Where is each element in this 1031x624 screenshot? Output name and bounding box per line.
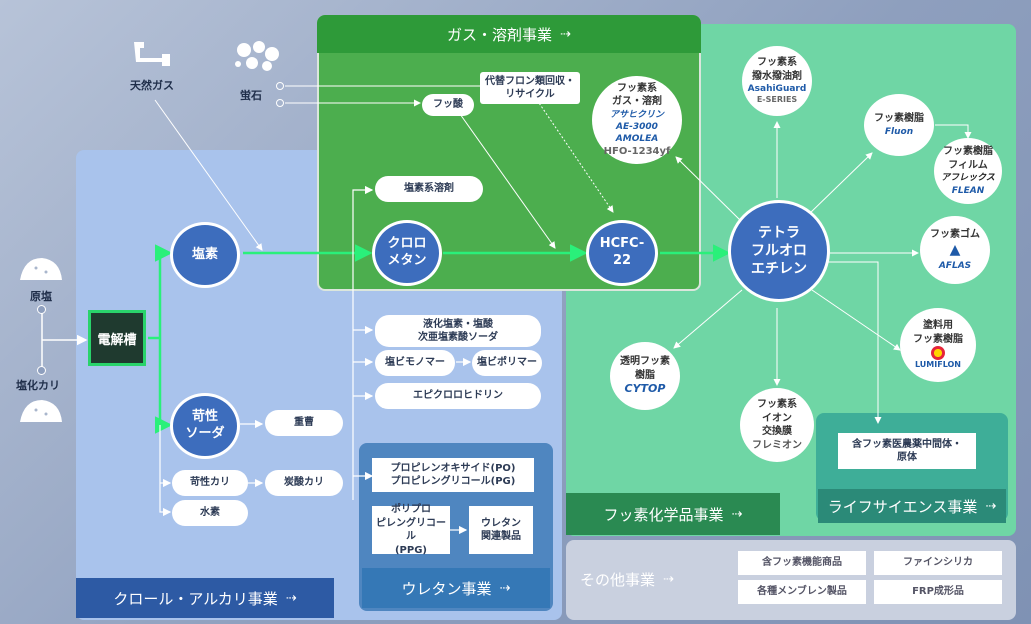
connector-dot xyxy=(276,82,284,90)
amolea-brand: AMOLEA xyxy=(615,133,659,144)
vcm-item[interactable]: 塩ビモノマー xyxy=(375,350,455,376)
hydrogen-item[interactable]: 水素 xyxy=(172,500,248,526)
life-science-header[interactable]: ライフサイエンス事業 ⇢ xyxy=(818,489,1006,523)
lumiflon-logo-icon xyxy=(931,346,945,361)
urethane-title: ウレタン事業 xyxy=(401,579,492,598)
lumiflon-brand: LUMIFLON xyxy=(914,360,962,370)
fluoro-resin-item[interactable]: フッ素樹脂 Fluon xyxy=(864,94,934,156)
epichlorohydrin-item[interactable]: エピクロロヒドリン xyxy=(375,383,541,409)
chloromethane-node[interactable]: クロロ メタン xyxy=(372,220,442,286)
aflas-brand: AFLAS xyxy=(938,261,972,272)
propylene-oxide-item[interactable]: プロピレンオキサイド(PO) プロピレングリコール(PG) xyxy=(372,458,534,492)
arrow-right-icon: ⇢ xyxy=(285,590,297,606)
frp-item[interactable]: FRP成形品 xyxy=(874,580,1002,604)
hcfc22-label: HCFC- 22 xyxy=(599,236,645,268)
aflas-logo-icon: ▲ xyxy=(949,242,961,259)
tfe-label: テトラ フルオロ エチレン xyxy=(751,224,807,278)
potassium-carbonate-item[interactable]: 炭酸カリ xyxy=(265,470,343,496)
fluorochemicals-header[interactable]: フッ素化学品事業 ⇢ xyxy=(566,493,780,535)
fluon-brand: Fluon xyxy=(884,126,914,137)
chloromethane-label: クロロ メタン xyxy=(387,236,427,268)
potassium-pile-icon xyxy=(20,400,62,422)
fluoro-rubber-item[interactable]: フッ素ゴム ▲ AFLAS xyxy=(920,216,990,284)
electrolyzer-node[interactable]: 電解槽 xyxy=(88,310,146,366)
hydrofluoric-acid-item[interactable]: フッ酸 xyxy=(422,94,474,116)
fluorinated-functional-item[interactable]: 含フッ素機能商品 xyxy=(738,551,866,575)
chlorine-label: 塩素 xyxy=(191,246,218,262)
other-title: その他事業 xyxy=(580,570,656,589)
life-science-title: ライフサイエンス事業 xyxy=(827,497,978,516)
arrow-right-icon: ⇢ xyxy=(731,506,743,522)
connector-dot xyxy=(37,305,46,314)
arrow-right-icon: ⇢ xyxy=(560,26,571,42)
transparent-resin-item[interactable]: 透明フッ素 樹脂 CYTOP xyxy=(610,342,680,410)
coating-resin-item[interactable]: 塗料用 フッ素樹脂 LUMIFLON xyxy=(900,308,976,382)
fluoro-film-label: フッ素樹脂 フィルム xyxy=(943,146,993,171)
cytop-brand: CYTOP xyxy=(624,382,666,396)
gas-pipe-icon xyxy=(134,42,170,66)
pharma-intermediate-item[interactable]: 含フッ素医農薬中間体・ 原体 xyxy=(838,433,976,469)
urethane-goods-item[interactable]: ウレタン 関連製品 xyxy=(469,506,533,554)
flemion-brand: フレミオン xyxy=(752,439,802,451)
gas-solvent-header[interactable]: ガス・溶剤事業 ⇢ xyxy=(317,15,701,53)
liquid-chlorine-item[interactable]: 液化塩素・塩酸 次亜塩素酸ソーダ xyxy=(375,315,541,347)
membrane-products-item[interactable]: 各種メンブレン製品 xyxy=(738,580,866,604)
other-header[interactable]: その他事業 ⇢ xyxy=(580,560,730,598)
caustic-soda-label: 苛性 ソーダ xyxy=(185,409,225,441)
soda-ash-item[interactable]: 重曹 xyxy=(265,410,343,436)
hcfc22-node[interactable]: HCFC- 22 xyxy=(586,220,658,286)
fluoro-resin-label: フッ素樹脂 xyxy=(874,113,924,125)
salt-pile-icon xyxy=(20,258,62,280)
chlor-alkali-header[interactable]: クロール・アルカリ事業 ⇢ xyxy=(76,578,334,618)
transparent-resin-label: 透明フッ素 樹脂 xyxy=(620,356,670,381)
coating-resin-label: 塗料用 フッ素樹脂 xyxy=(913,320,963,345)
fluoro-gas-solvent-item[interactable]: フッ素系 ガス・溶剤 アサヒクリン AE-3000 AMOLEA HFO-123… xyxy=(592,76,682,164)
fluorocarbon-recovery-item[interactable]: 代替フロン類回収・ リサイクル xyxy=(480,72,580,104)
potassium-chloride-label: 塩化カリ xyxy=(16,379,60,392)
asahiguard-brand: AsahiGuard xyxy=(747,84,807,95)
gas-solvent-title: ガス・溶剤事業 xyxy=(447,25,553,44)
arrow-right-icon: ⇢ xyxy=(985,498,997,514)
urethane-header[interactable]: ウレタン事業 ⇢ xyxy=(362,568,550,608)
connector-dot xyxy=(276,99,284,107)
water-oil-repellent-item[interactable]: フッ素系 撥水撥油剤 AsahiGuard E-SERIES xyxy=(742,46,812,116)
caustic-soda-node[interactable]: 苛性 ソーダ xyxy=(170,393,240,459)
water-oil-repellent-label: フッ素系 撥水撥油剤 xyxy=(752,57,802,82)
ion-exchange-label: フッ素系 イオン 交換膜 xyxy=(757,399,797,437)
arrow-right-icon: ⇢ xyxy=(663,571,674,587)
fluoro-film-item[interactable]: フッ素樹脂 フィルム アフレックス FLEAN xyxy=(934,138,1002,204)
e-series-brand: E-SERIES xyxy=(756,95,798,105)
connector-dot xyxy=(37,366,46,375)
fluorochemicals-title: フッ素化学品事業 xyxy=(603,505,724,524)
ae3000-brand: AE-3000 xyxy=(616,121,658,132)
fluorite-label: 蛍石 xyxy=(240,89,262,102)
ion-exchange-item[interactable]: フッ素系 イオン 交換膜 フレミオン xyxy=(740,388,814,462)
tfe-node[interactable]: テトラ フルオロ エチレン xyxy=(728,200,830,302)
pvc-item[interactable]: 塩ビポリマー xyxy=(472,350,542,376)
hfo-1234yf-label: HFO-1234yf xyxy=(603,145,671,157)
natural-gas-label: 天然ガス xyxy=(130,79,174,92)
chlor-alkali-title: クロール・アルカリ事業 xyxy=(113,589,278,608)
ppg-item[interactable]: ポリプロ ピレングリコール (PPG) xyxy=(372,504,450,556)
chlorinated-solvent-item[interactable]: 塩素系溶剤 xyxy=(375,176,483,202)
fluorite-stones-icon xyxy=(235,41,279,71)
chlorine-node[interactable]: 塩素 xyxy=(170,222,240,288)
asahiklin-brand: アサヒクリン xyxy=(609,109,664,120)
flean-brand: FLEAN xyxy=(951,185,985,196)
caustic-potash-item[interactable]: 苛性カリ xyxy=(172,470,248,496)
arrow-right-icon: ⇢ xyxy=(499,580,511,596)
fluoro-gas-solvent-label: フッ素系 ガス・溶剤 xyxy=(612,82,662,108)
fluoro-rubber-label: フッ素ゴム xyxy=(930,228,980,240)
salt-label: 原塩 xyxy=(30,290,52,303)
aflex-brand: アフレックス xyxy=(941,173,995,184)
fine-silica-item[interactable]: ファインシリカ xyxy=(874,551,1002,575)
